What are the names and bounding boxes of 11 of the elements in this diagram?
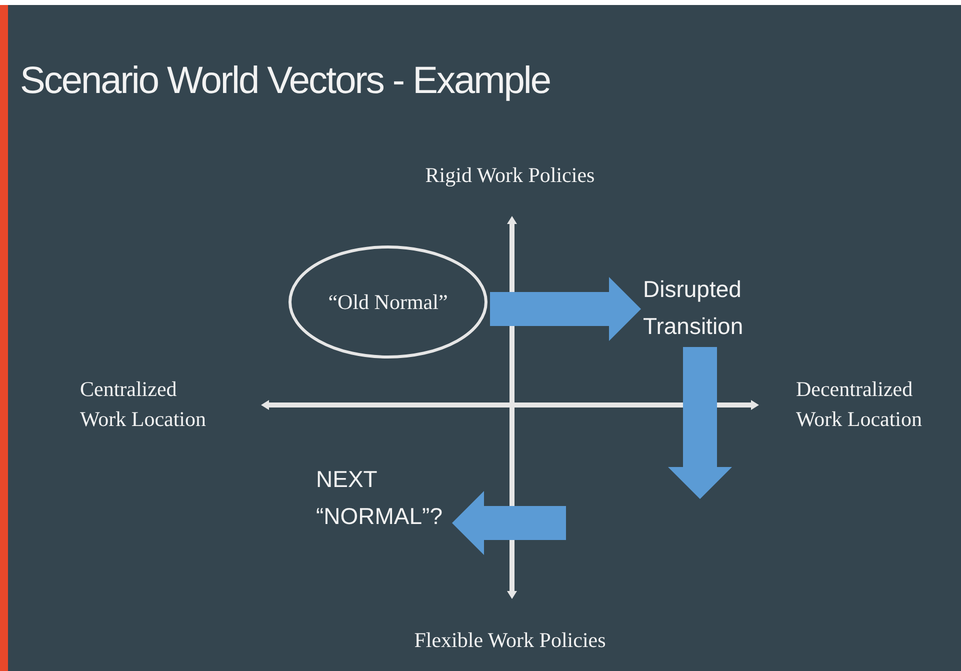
axis-label: Flexible Work Policies <box>413 627 607 654</box>
scenario-label: “Old Normal” <box>327 289 449 316</box>
axis-label: Decentralized Work Location <box>796 376 924 433</box>
scenario-label: Disrupted Transition <box>643 271 773 345</box>
axis-label: Rigid Work Policies <box>424 162 596 189</box>
scenario-label: NEXT “NORMAL”? <box>316 461 450 535</box>
axis-label: Centralized Work Location <box>80 376 208 433</box>
block-arrow <box>668 347 732 499</box>
block-arrow <box>452 491 566 555</box>
slide-title: Scenario World Vectors - Example <box>20 60 550 103</box>
block-arrow <box>490 277 641 341</box>
